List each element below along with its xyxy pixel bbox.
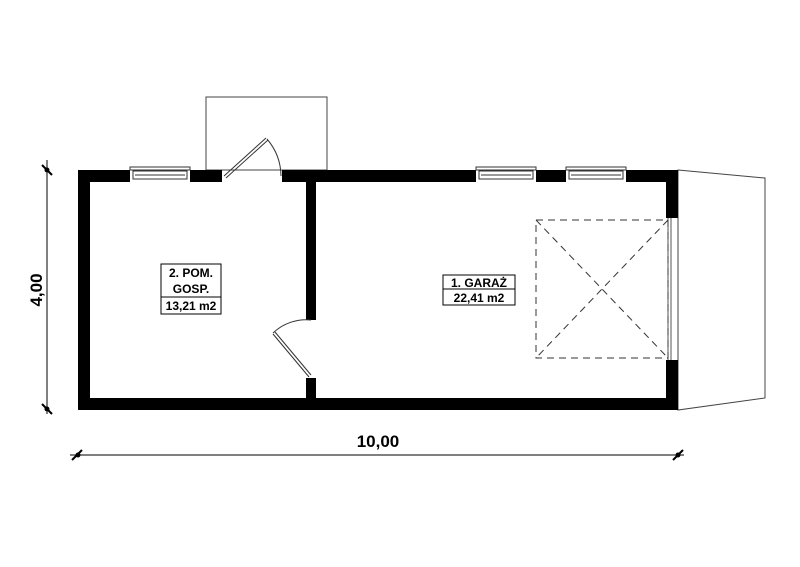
driveway-outline xyxy=(677,169,766,411)
room-area: 22,41 m2 xyxy=(454,291,505,305)
interior-door xyxy=(272,319,312,378)
garage-door xyxy=(667,218,672,360)
room-label-utility: 2. POM. GOSP. 13,21 m2 xyxy=(160,263,222,315)
window xyxy=(475,166,537,180)
height-dimension-label: 4,00 xyxy=(27,273,46,306)
dimension-height: 4,00 xyxy=(27,160,53,415)
room-area: 13,21 m2 xyxy=(166,299,217,313)
room-name: GOSP. xyxy=(173,282,209,296)
porch-outline xyxy=(205,96,328,171)
room-name: 2. POM. xyxy=(169,266,213,280)
overhead-door-dashed xyxy=(535,219,669,359)
room-name: 1. GARAŻ xyxy=(451,275,507,290)
entrance-door xyxy=(223,137,282,179)
room-label-garage: 1. GARAŻ 22,41 m2 xyxy=(442,274,516,306)
width-dimension-label: 10,00 xyxy=(357,432,400,451)
window xyxy=(129,166,191,180)
dimension-width: 10,00 xyxy=(70,432,684,461)
window xyxy=(565,166,627,180)
walls xyxy=(78,170,678,410)
